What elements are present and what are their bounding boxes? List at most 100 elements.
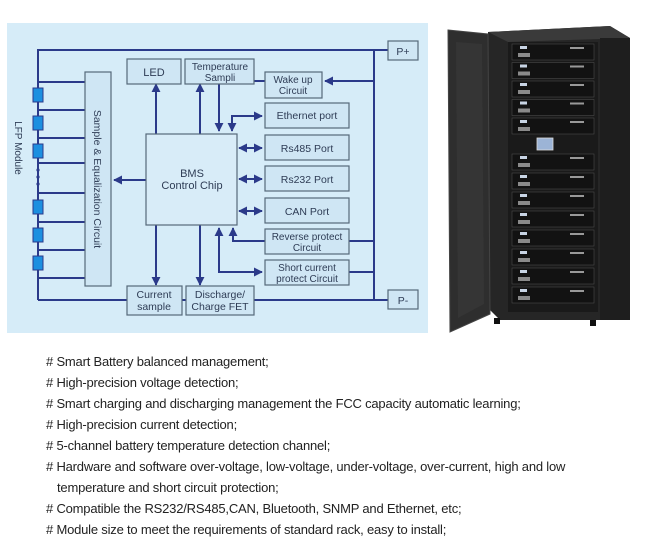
feature-item-continuation: temperature and short circuit protection… <box>57 480 279 495</box>
module-ports <box>518 127 530 131</box>
current-label-line1: Current <box>136 289 171 301</box>
feature-item: # High-precision current detection; <box>46 417 237 432</box>
battery-cell-icon <box>32 143 44 159</box>
lfp-module-label: LFP Module <box>12 121 23 175</box>
module-ports <box>518 182 530 186</box>
module-ports <box>518 90 530 94</box>
module-indicator <box>520 64 527 68</box>
can-port-box <box>264 197 350 224</box>
p-plus-terminal-box <box>387 40 419 61</box>
battery-cell-icon <box>32 115 44 131</box>
module-brand-label <box>570 176 584 178</box>
module-indicator <box>520 156 527 159</box>
feature-item: # 5-channel battery temperature detectio… <box>46 438 331 453</box>
equalization-circuit-label: Sample & Equalization Circuit <box>91 110 103 248</box>
module-ports <box>518 53 530 57</box>
module-indicator <box>520 120 527 123</box>
led-box <box>126 58 182 85</box>
module-brand-label <box>570 252 584 254</box>
bms-block-diagram: LFP Module Sample & Equalization Circuit… <box>7 23 428 333</box>
feature-item: # Module size to meet the requirements o… <box>46 522 447 537</box>
battery-cell-icon <box>32 199 44 215</box>
bms-label-line2: Control Chip <box>161 180 222 192</box>
module-ports <box>518 163 530 167</box>
module-brand-label <box>570 290 584 292</box>
wakeup-label-line2: Circuit <box>279 86 308 97</box>
module-ports <box>518 220 530 224</box>
module-indicator <box>520 194 527 197</box>
wakeup-label-line1: Wake up <box>273 75 313 86</box>
module-ports <box>518 108 530 113</box>
battery-cabinet-image <box>447 26 630 333</box>
module-ports <box>518 71 530 76</box>
module-indicator <box>520 251 527 254</box>
ethernet-port-label: Ethernet port <box>277 110 338 122</box>
ethernet-port-box <box>264 102 350 129</box>
reverse-label-line2: Circuit <box>293 243 322 254</box>
battery-cell-icon <box>32 87 44 103</box>
p-minus-label: P- <box>398 295 409 307</box>
feature-item: # Smart Battery balanced management; <box>46 354 269 369</box>
module-brand-label <box>570 47 584 49</box>
module-brand-label <box>570 195 584 197</box>
led-label: LED <box>143 67 164 79</box>
current-sample-box <box>126 285 183 316</box>
rs232-port-box <box>264 165 350 192</box>
ellipsis-dot <box>36 182 40 186</box>
battery-cell-icon <box>32 255 44 271</box>
lfp-cells <box>32 87 44 271</box>
module-indicator <box>520 232 527 235</box>
module-brand-label <box>570 271 584 273</box>
module-ports <box>518 239 530 243</box>
temperature-label-line2: Sampli <box>205 73 236 84</box>
module-brand-label <box>570 121 584 123</box>
reverse-label-line1: Reverse protect <box>272 232 343 243</box>
battery-cell-icon <box>32 227 44 243</box>
ellipsis-dot <box>36 175 40 179</box>
module-ports <box>518 258 530 262</box>
temperature-sample-box <box>184 58 255 85</box>
module-brand-label <box>570 233 584 235</box>
module-indicator <box>520 101 527 105</box>
bms-label-line1: BMS <box>180 168 204 180</box>
module-brand-label <box>570 157 584 159</box>
bms-control-chip-box <box>145 133 238 226</box>
fet-label-line2: Charge FET <box>191 301 249 313</box>
short-label-line1: Short current <box>278 263 336 274</box>
rs485-port-box <box>264 134 350 161</box>
module-brand-label <box>570 214 584 216</box>
equalization-circuit-box <box>84 71 112 287</box>
rs232-port-label: Rs232 Port <box>281 174 334 186</box>
module-brand-label <box>570 84 584 86</box>
battery-modules <box>511 43 595 304</box>
feature-item: # High-precision voltage detection; <box>46 375 239 390</box>
module-indicator <box>520 83 527 86</box>
short-current-protect-box <box>264 259 350 286</box>
cabinet-foot <box>494 318 500 324</box>
module-indicator <box>520 270 527 273</box>
rs485-port-label: Rs485 Port <box>281 143 334 155</box>
current-label-line2: sample <box>137 301 171 313</box>
wakeup-circuit-box <box>264 71 323 99</box>
module-brand-label <box>570 65 584 68</box>
cabinet-right-side <box>600 38 630 320</box>
module-indicator <box>520 289 527 292</box>
charge-fet-box <box>185 285 255 316</box>
module-brand-label <box>570 102 584 105</box>
can-port-label: CAN Port <box>285 206 329 218</box>
cabinet-top <box>488 26 630 42</box>
door-mesh <box>456 42 484 318</box>
module-indicator <box>520 175 527 178</box>
reverse-protect-box <box>264 228 350 255</box>
feature-item: # Smart charging and discharging managem… <box>46 396 521 411</box>
ellipsis-dot <box>36 168 40 172</box>
module-ports <box>518 201 530 205</box>
cabinet-foot <box>590 320 596 326</box>
short-label-line2: protect Circuit <box>276 274 338 285</box>
fet-label-line1: Discharge/ <box>195 289 245 301</box>
module-ports <box>518 277 530 281</box>
p-plus-label: P+ <box>396 46 409 58</box>
temperature-label-line1: Temperature <box>192 62 249 73</box>
feature-item: # Compatible the RS232/RS485,CAN, Blueto… <box>46 501 462 516</box>
display-panel <box>536 137 554 151</box>
